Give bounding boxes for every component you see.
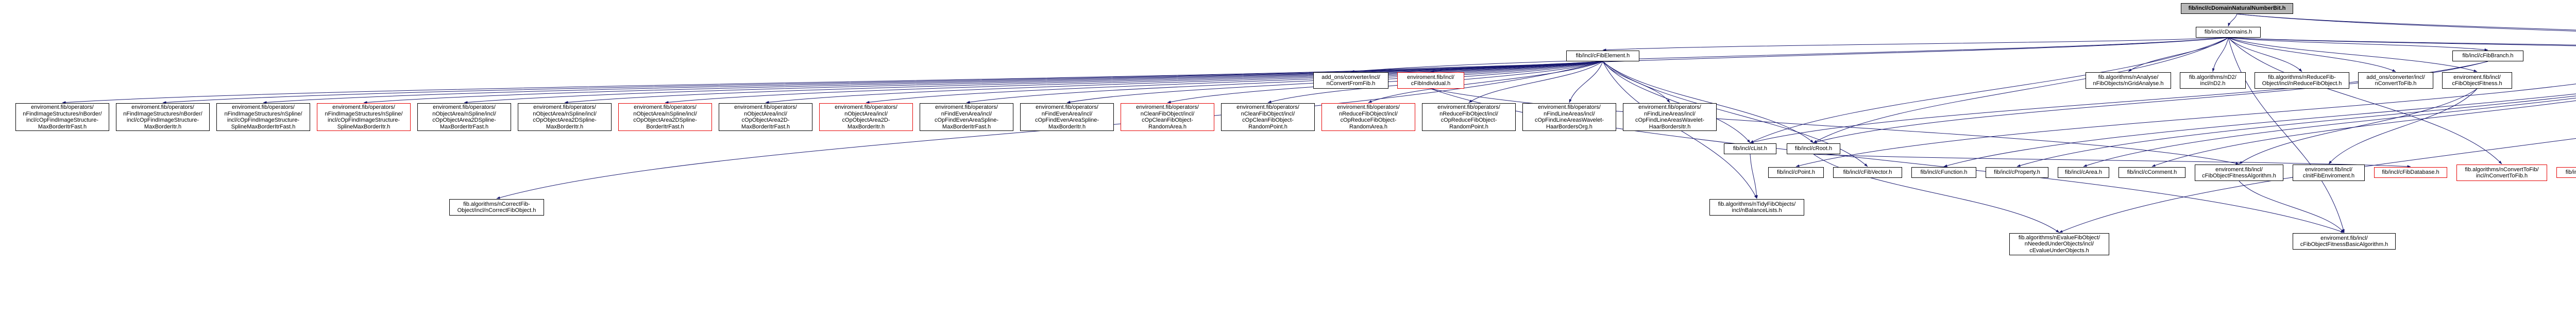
graph-node-l[interactable]: fib/incl/cList.h bbox=[1724, 143, 1776, 154]
graph-node-o7[interactable]: enviroment.fib/operators/ nObjectArea/nS… bbox=[618, 103, 712, 131]
graph-node-r[interactable]: fib/incl/cRoot.h bbox=[1787, 143, 1840, 154]
graph-node-o1[interactable]: enviroment.fib/operators/ nFindImageStru… bbox=[15, 103, 109, 131]
graph-node-o8[interactable]: enviroment.fib/operators/ nObjectArea/in… bbox=[719, 103, 812, 131]
graph-node-o16[interactable]: enviroment.fib/operators/ nFindLineAreas… bbox=[1522, 103, 1616, 131]
graph-node-fe[interactable]: fib/incl/cFibElement.h bbox=[1566, 51, 1639, 61]
graph-node-a1[interactable]: fib.algorithms/nAnalyse/ nFibObjects/nGr… bbox=[2086, 72, 2171, 89]
graph-node-o12[interactable]: enviroment.fib/operators/ nCleanFibObjec… bbox=[1121, 103, 1214, 131]
graph-node-o14[interactable]: enviroment.fib/operators/ nReduceFibObje… bbox=[1321, 103, 1415, 131]
graph-node-b4[interactable]: fib/incl/cProperty.h bbox=[1986, 167, 2048, 178]
graph-node-main[interactable]: fib/incl/cDomainNaturalNumberBit.h bbox=[2181, 3, 2293, 14]
graph-node-bc2[interactable]: enviroment.fib/incl/ cFibObjectFitnessBa… bbox=[2293, 233, 2396, 250]
graph-node-o5[interactable]: enviroment.fib/operators/ nObjectArea/nS… bbox=[417, 103, 511, 131]
graph-node-b2[interactable]: fib/incl/cFibVector.h bbox=[1833, 167, 1902, 178]
graph-node-o15[interactable]: enviroment.fib/operators/ nReduceFibObje… bbox=[1422, 103, 1516, 131]
graph-node-b8[interactable]: enviroment.fib/incl/ cInitFibEnviroment.… bbox=[2293, 165, 2365, 181]
graph-node-o13[interactable]: enviroment.fib/operators/ nCleanFibObjec… bbox=[1221, 103, 1315, 131]
graph-node-o3[interactable]: enviroment.fib/operators/ nFindImageStru… bbox=[216, 103, 310, 131]
graph-node-d[interactable]: fib/incl/cDomains.h bbox=[2196, 27, 2261, 38]
graph-node-b9[interactable]: fib/incl/cFibDatabase.h bbox=[2374, 167, 2447, 178]
graph-node-a4[interactable]: add_ons/converter/incl/ nConvertToFib.h bbox=[2358, 72, 2433, 89]
graph-node-o9[interactable]: enviroment.fib/operators/ nObjectArea/in… bbox=[819, 103, 913, 131]
graph-node-o4[interactable]: enviroment.fib/operators/ nFindImageStru… bbox=[317, 103, 411, 131]
graph-node-opf[interactable]: enviroment.fib/incl/ cFibIndividual.h bbox=[1397, 72, 1464, 89]
graph-node-bl2[interactable]: fib.algorithms/nTidyFibObjects/ incl/nBa… bbox=[1709, 199, 1804, 216]
graph-node-o6[interactable]: enviroment.fib/operators/ nObjectArea/nS… bbox=[518, 103, 612, 131]
graph-node-b6[interactable]: fib/incl/cComment.h bbox=[2119, 167, 2185, 178]
graph-node-b5[interactable]: fib/incl/cArea.h bbox=[2058, 167, 2109, 178]
graph-node-b1[interactable]: fib/incl/cPoint.h bbox=[1768, 167, 1824, 178]
graph-node-b7[interactable]: enviroment.fib/incl/ cFibObjectFitnessAl… bbox=[2195, 165, 2283, 181]
graph-node-bl1[interactable]: fib.algorithms/nCorrectFib- Object/incl/… bbox=[449, 199, 544, 216]
graph-node-o17[interactable]: enviroment.fib/operators/ nFindLineAreas… bbox=[1623, 103, 1717, 131]
graph-node-cvw[interactable]: add_ons/converter/incl/ nConvertFromFib.… bbox=[1313, 72, 1388, 89]
graph-node-a2[interactable]: fib.algorithms/nD2/ incl/nD2.h bbox=[2180, 72, 2246, 89]
graph-node-b3[interactable]: fib/incl/cFunction.h bbox=[1911, 167, 1976, 178]
graph-node-o2[interactable]: enviroment.fib/operators/ nFindImageStru… bbox=[116, 103, 210, 131]
graph-node-fbr[interactable]: fib/incl/cFibBranch.h bbox=[2452, 51, 2523, 61]
graph-node-o10[interactable]: enviroment.fib/operators/ nFindEvenArea/… bbox=[920, 103, 1013, 131]
graph-node-a3[interactable]: fib.algorithms/nReduceFib- Object/incl/n… bbox=[2255, 72, 2349, 89]
graph-node-o11[interactable]: enviroment.fib/operators/ nFindEvenArea/… bbox=[1020, 103, 1114, 131]
graph-node-b11[interactable]: fib/incl/cExtObject.h bbox=[2556, 167, 2576, 178]
graph-node-b10[interactable]: fib.algorithms/nConvertToFib/ incl/nConv… bbox=[2456, 165, 2547, 181]
graph-node-bc1[interactable]: fib.algorithms/nEvalueFibObject/ nNeeded… bbox=[2009, 233, 2109, 255]
graph-node-a5[interactable]: enviroment.fib/incl/ cFibObjectFitness.h bbox=[2442, 72, 2512, 89]
